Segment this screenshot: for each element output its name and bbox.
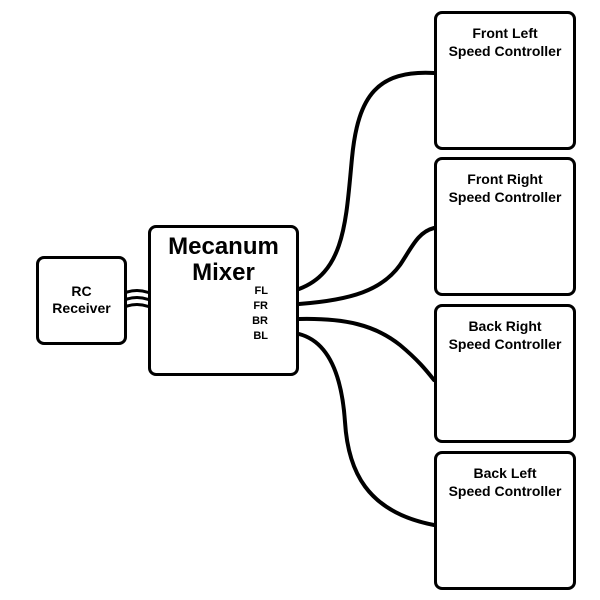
front-left-label: Front Left Speed Controller	[437, 24, 573, 60]
front-right-label-line2: Speed Controller	[448, 189, 562, 205]
back-right-label-line1: Back Right	[468, 318, 542, 334]
port-br-label: BR	[252, 315, 268, 327]
wire-fl	[297, 70, 436, 291]
port-fr-label: FR	[253, 300, 268, 312]
wire-fr	[297, 226, 436, 306]
back-right-label-line2: Speed Controller	[448, 336, 562, 352]
rc-receiver-box: RC Receiver	[36, 256, 127, 345]
mecanum-mixer-title: Mecanum Mixer	[151, 234, 296, 286]
back-left-label: Back Left Speed Controller	[437, 464, 573, 500]
front-right-label-line1: Front Right	[467, 171, 543, 187]
back-left-label-line1: Back Left	[473, 465, 537, 481]
rc-receiver-label-line2: Receiver	[52, 300, 111, 316]
mixer-title-line2: Mixer	[192, 259, 255, 286]
mixer-title-line1: Mecanum	[168, 233, 279, 260]
wire-br	[297, 316, 436, 382]
front-left-label-line1: Front Left	[472, 25, 538, 41]
back-right-speed-controller: Back Right Speed Controller	[434, 304, 576, 443]
back-right-label: Back Right Speed Controller	[437, 317, 573, 353]
back-left-speed-controller: Back Left Speed Controller	[434, 451, 576, 590]
rc-receiver-label: RC Receiver	[39, 283, 124, 317]
port-fl-label: FL	[254, 285, 268, 297]
back-left-label-line2: Speed Controller	[448, 483, 562, 499]
front-left-label-line2: Speed Controller	[448, 43, 562, 59]
front-right-speed-controller: Front Right Speed Controller	[434, 157, 576, 296]
wire-bl	[297, 332, 436, 527]
port-bl-label: BL	[253, 330, 268, 342]
rc-receiver-label-line1: RC	[71, 283, 92, 299]
front-right-label: Front Right Speed Controller	[437, 170, 573, 206]
front-left-speed-controller: Front Left Speed Controller	[434, 11, 576, 150]
mecanum-mixer-box: Mecanum Mixer FL FR BR BL	[148, 225, 299, 376]
